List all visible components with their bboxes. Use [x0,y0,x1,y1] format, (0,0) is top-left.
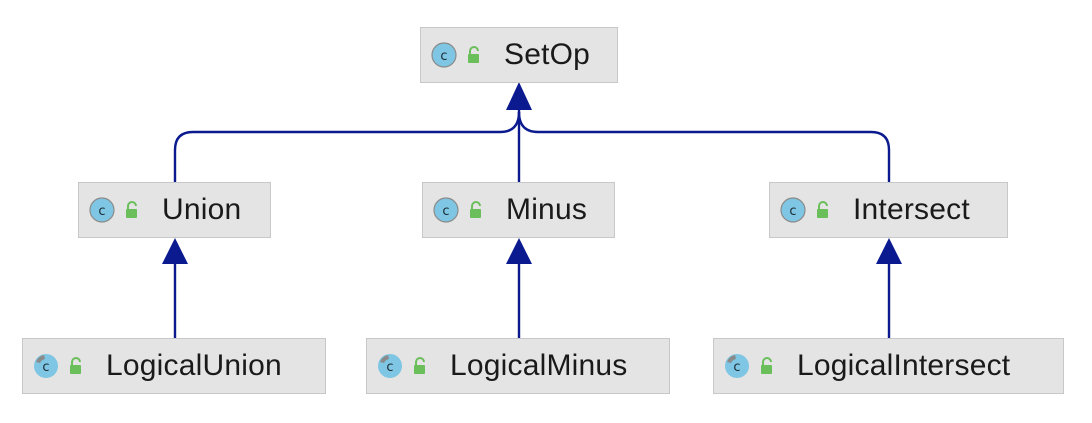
class-name-label: Union [162,193,242,226]
svg-text:c: c [386,360,393,375]
svg-text:c: c [42,360,49,375]
class-node-union[interactable]: c Union [78,182,271,238]
edge-intersect-setop [517,111,891,182]
public-lock-icon [468,201,484,219]
public-lock-icon [466,46,482,64]
class-name-label: LogicalUnion [106,349,282,382]
final-class-icon: c [377,353,403,379]
class-node-logicalunion[interactable]: c LogicalUnion [22,338,326,394]
arrowhead-intersect [876,238,902,264]
public-lock-icon [412,357,428,375]
public-lock-icon [124,201,140,219]
arrowhead-union [162,238,188,264]
class-name-label: Minus [506,193,588,226]
svg-text:c: c [440,49,447,64]
public-lock-icon [68,357,84,375]
svg-text:c: c [789,204,796,219]
class-name-label: Intersect [853,193,970,226]
final-class-icon: c [33,353,59,379]
class-node-logicalminus[interactable]: c LogicalMinus [366,338,670,394]
class-icon: c [89,197,115,223]
class-icon: c [431,42,457,68]
final-class-icon: c [724,353,750,379]
class-icon: c [433,197,459,223]
public-lock-icon [815,201,831,219]
class-node-setop[interactable]: c SetOp [420,27,618,83]
svg-text:c: c [98,204,105,219]
class-icon: c [780,197,806,223]
arrowhead-minus [506,238,532,264]
class-name-label: SetOp [504,38,591,71]
svg-text:c: c [442,204,449,219]
class-name-label: LogicalIntersect [797,349,1011,382]
public-lock-icon [759,357,775,375]
class-node-minus[interactable]: c Minus [422,182,615,238]
class-node-intersect[interactable]: c Intersect [769,182,1008,238]
class-node-logicalintersect[interactable]: c LogicalIntersect [713,338,1064,394]
arrowhead-setop [506,82,532,110]
svg-text:c: c [733,360,740,375]
edge-union-setop [173,111,521,182]
class-name-label: LogicalMinus [450,349,628,382]
